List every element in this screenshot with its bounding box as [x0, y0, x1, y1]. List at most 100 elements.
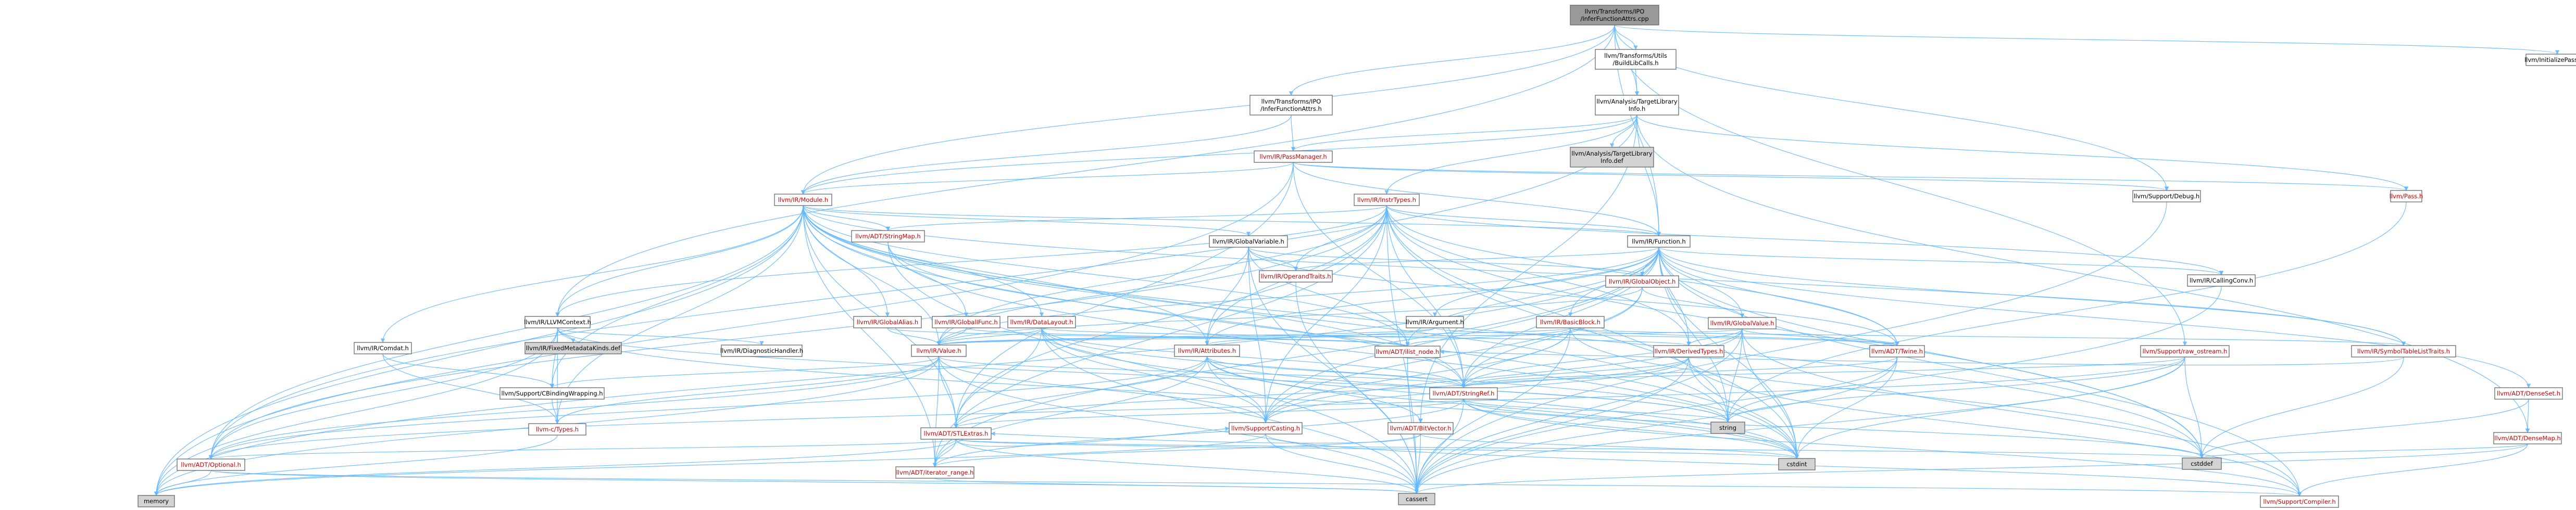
node-operandtraits[interactable]: llvm/IR/OperandTraits.h — [1259, 270, 1333, 283]
node-basicblock[interactable]: llvm/IR/BasicBlock.h — [1536, 316, 1605, 328]
edge-bitvector-to-stlextras — [991, 431, 1421, 444]
edge-value-to-casting — [938, 356, 1268, 423]
node-label: llvm/IR/FixedMetadataKinds.def — [526, 345, 621, 352]
edge-passmanager-to-module — [801, 162, 1294, 195]
node-label: Info.def — [1600, 157, 1624, 164]
edge-symtablelist-to-cstddef — [2199, 356, 2404, 458]
node-label: llvm/IR/CallingConv.h — [2190, 277, 2253, 284]
edge-datalayout-to-cassert — [1041, 327, 1419, 494]
node-box — [1869, 345, 1925, 358]
node-ilistnode[interactable]: llvm/ADT/ilist_node.h — [1374, 346, 1441, 358]
node-root: llvm/Transforms/IPO/InferFunctionAttrs.c… — [1570, 5, 1659, 26]
edge-datalayout-to-cstdint — [1041, 327, 1799, 459]
edge-derivedtypes-to-stlextras — [954, 356, 1690, 428]
node-globalifunc[interactable]: llvm/IR/GlobalIFunc.h — [932, 316, 1001, 328]
node-value[interactable]: llvm/IR/Value.h — [911, 345, 967, 357]
node-label: llvm/IR/GlobalVariable.h — [1212, 238, 1284, 245]
edge-function-to-twine — [1658, 247, 1899, 346]
node-pass[interactable]: llvm/Pass.h — [2390, 190, 2423, 202]
node-bitvector[interactable]: llvm/ADT/BitVector.h — [1387, 422, 1454, 435]
node-insttypes[interactable]: llvm/IR/InstrTypes.h — [1354, 194, 1420, 206]
node-box — [1708, 317, 1777, 329]
node-compiler[interactable]: llvm/Support/Compiler.h — [2260, 495, 2339, 508]
node-box — [524, 342, 622, 354]
edge-attributes-to-bitvector — [1206, 356, 1423, 423]
node-memory: memory — [137, 495, 175, 507]
node-stringmap[interactable]: llvm/ADT/StringMap.h — [851, 230, 925, 243]
node-label: llvm/Support/Debug.h — [2134, 193, 2199, 200]
node-label: /InferFunctionAttrs.cpp — [1580, 15, 1648, 22]
node-initpasses[interactable]: llvm/InitializePasses.h — [2524, 54, 2576, 66]
edge-passmanager-to-memory — [154, 162, 1294, 496]
node-box — [2260, 495, 2339, 508]
node-box — [2351, 345, 2456, 358]
edge-tli-to-pass — [1636, 114, 2409, 191]
node-box — [2493, 432, 2562, 444]
edge-globalobject-to-stringref — [1461, 287, 1643, 388]
node-buildlibcalls[interactable]: llvm/Transforms/Utils/BuildLibCalls.h — [1595, 49, 1677, 70]
node-ipo_ifa[interactable]: llvm/Transforms/IPO/InferFunctionAttrs.h — [1249, 95, 1333, 116]
edge-stringref-to-cassert — [1414, 399, 1464, 494]
edge-basicblock-to-cstddef — [1570, 327, 2204, 458]
edge-insttypes-to-stringref — [1386, 205, 1466, 388]
edge-densemap-to-cassert — [1415, 443, 2528, 494]
node-symtablelist[interactable]: llvm/IR/SymbolTableListTraits.h — [2351, 345, 2456, 358]
node-globalalias[interactable]: llvm/IR/GlobalAlias.h — [853, 316, 922, 328]
edge-module-to-ilistnode — [803, 205, 1410, 347]
node-stlextras[interactable]: llvm/ADT/STLExtras.h — [920, 427, 992, 440]
node-iterrange[interactable]: llvm/ADT/iterator_range.h — [895, 466, 974, 479]
node-debug[interactable]: llvm/Support/Debug.h — [2132, 190, 2201, 202]
edge-function-to-compiler — [1658, 247, 2302, 496]
node-argument[interactable]: llvm/IR/Argument.h — [1406, 316, 1464, 328]
node-box — [1653, 345, 1724, 358]
node-label: llvm/IR/Comdat.h — [357, 345, 409, 352]
node-label: cstdint — [1786, 461, 1807, 468]
node-label: llvm/ADT/StringRef.h — [1433, 390, 1495, 397]
node-label: llvm/Support/Casting.h — [1231, 425, 1300, 432]
edge-densemset-to-densemap — [2525, 399, 2530, 433]
node-passmanager[interactable]: llvm/IR/PassManager.h — [1254, 150, 1333, 163]
node-diaghandler[interactable]: llvm/IR/DiagnosticHandler.h — [720, 345, 803, 357]
edge-comdat-to-ctypes — [382, 353, 560, 424]
node-module[interactable]: llvm/IR/Module.h — [774, 194, 832, 206]
edge-module-to-ctypes — [555, 205, 804, 424]
edge-tli-to-optional — [208, 114, 1637, 460]
node-globalvariable[interactable]: llvm/IR/GlobalVariable.h — [1209, 235, 1288, 248]
edge-function-to-attributes — [1205, 247, 1659, 346]
node-casting[interactable]: llvm/Support/Casting.h — [1229, 422, 1303, 435]
node-cstddef: cstddef — [2182, 457, 2222, 470]
node-box — [1595, 49, 1677, 70]
node-datalayout[interactable]: llvm/IR/DataLayout.h — [1007, 316, 1076, 328]
node-rawostream[interactable]: llvm/Support/raw_ostream.h — [2140, 345, 2230, 358]
node-optional[interactable]: llvm/ADT/Optional.h — [177, 458, 245, 471]
node-box — [2182, 457, 2222, 470]
edge-root-to-debug — [1614, 24, 2169, 191]
node-cbinding[interactable]: llvm/Support/CBindingWrapping.h — [499, 387, 605, 400]
edge-tli-to-densemap — [1636, 114, 2530, 433]
node-box — [2140, 345, 2230, 358]
node-attributes[interactable]: llvm/IR/Attributes.h — [1174, 345, 1240, 357]
node-llvmcontext[interactable]: llvm/IR/LLVMContext.h — [524, 316, 591, 328]
edge-stringmap-to-cstdint — [887, 241, 1799, 459]
edge-globalvariable-to-ilistnode — [1248, 247, 1410, 347]
node-label: cassert — [1406, 495, 1428, 503]
node-globalobject[interactable]: llvm/IR/GlobalObject.h — [1605, 275, 1679, 288]
edge-module-to-function — [803, 205, 1661, 236]
node-ctypes[interactable]: llvm-c/Types.h — [528, 423, 586, 436]
edge-passmanager-to-debug — [1293, 162, 2169, 191]
edge-function-to-operandtraits — [1294, 247, 1659, 271]
node-stringref[interactable]: llvm/ADT/StringRef.h — [1429, 387, 1498, 400]
edge-stringref-to-stlextras — [954, 399, 1464, 428]
node-derivedtypes[interactable]: llvm/IR/DerivedTypes.h — [1653, 345, 1724, 358]
node-globalvalue[interactable]: llvm/IR/GlobalValue.h — [1708, 317, 1777, 329]
node-comdat[interactable]: llvm/IR/Comdat.h — [354, 342, 412, 354]
node-densemap[interactable]: llvm/ADT/DenseMap.h — [2493, 432, 2562, 444]
node-function[interactable]: llvm/IR/Function.h — [1627, 235, 1691, 248]
node-box — [895, 466, 974, 479]
node-label: llvm/IR/Function.h — [1632, 238, 1685, 245]
node-twine[interactable]: llvm/ADT/Twine.h — [1869, 345, 1925, 358]
edge-tli-to-function — [1636, 114, 1661, 236]
node-callingconv[interactable]: llvm/IR/CallingConv.h — [2187, 274, 2256, 287]
node-densemset[interactable]: llvm/ADT/DenseSet.h — [2494, 387, 2563, 400]
